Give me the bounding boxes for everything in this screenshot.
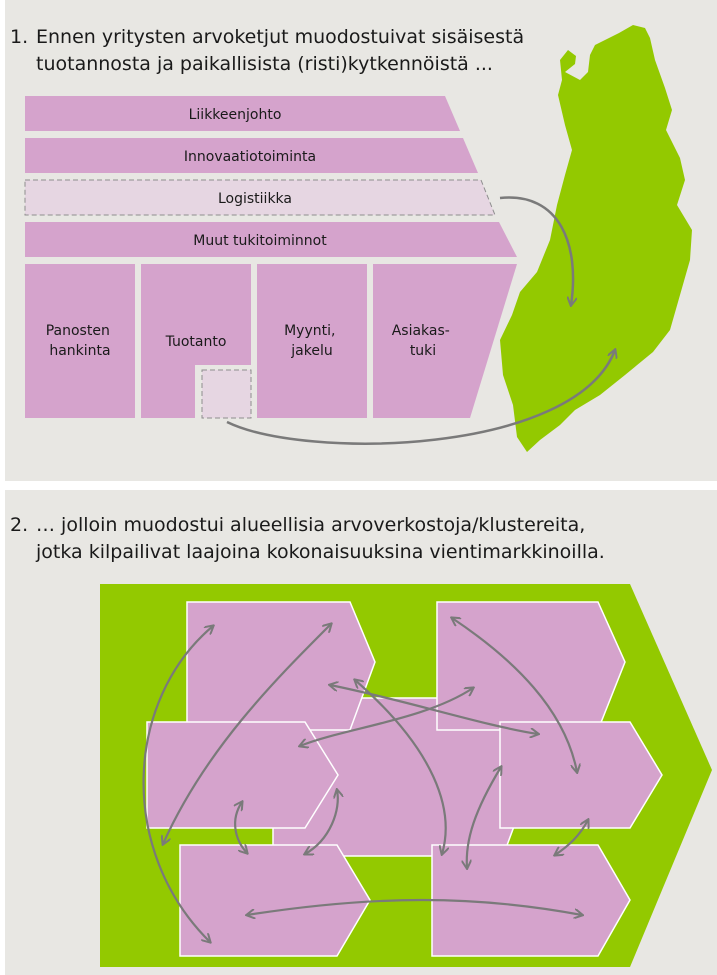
section2-line-1: … jolloin muodostui alueellisia arvoverk… [36,514,586,536]
link-arrow-7 [235,802,247,853]
link-arrow-2 [163,624,331,844]
firm-chevron-top-right [436,601,626,731]
link-arrow-6 [355,680,446,854]
activity-box-myynti-jakelu [257,264,367,418]
cluster-network-diagram [100,584,712,967]
activity-bar-liikkeenjohto [25,96,460,131]
firm-chevron-mid-left [146,721,339,829]
section2-line-2: jotka kilpailivat laajoina kokonaisuuksi… [36,541,605,563]
section1-line-2: tuotannosta ja paikallisista (risti)kytk… [36,53,493,75]
activity-label-panosten-hankinta: Panosten hankinta [46,323,115,359]
activity-bar-muut-tukitoiminnot [25,222,517,257]
activity-label-myynti-jakelu: Myynti, jakelu [284,323,340,359]
section1-heading: 1. Ennen yritysten arvoketjut muodostuiv… [10,24,524,78]
activity-label-asiakastuki: Asiakas- tuki [392,323,455,359]
outsourced-production-box [201,369,252,419]
panel-value-chain: 1. Ennen yritysten arvoketjut muodostuiv… [5,0,717,481]
activity-label-liikkeenjohto: Liikkeenjohto [189,107,282,123]
value-chain-diagram: Liikkeenjohto Innovaatiotoiminta Logisti… [24,25,692,452]
activity-label-muut-tukitoiminnot: Muut tukitoiminnot [193,233,327,249]
link-arrow-10 [555,820,588,855]
link-arrow-8 [305,790,338,854]
activity-box-tuotanto [141,264,251,418]
activity-label-logistiikka: Logistiikka [218,191,292,207]
section2-heading: 2. … jolloin muodostui alueellisia arvov… [10,512,605,566]
panel-cluster-network: 2. … jolloin muodostui alueellisia arvov… [5,490,717,975]
activity-bar-logistiikka [24,179,496,216]
firm-chevron-mid-right [499,721,663,829]
arrow-production-to-finland [226,350,615,445]
section1-number: 1. [10,26,29,48]
arrow-logistics-to-finland [499,196,573,305]
activity-bar-innovaatiotoiminta [25,138,478,173]
section1-line-1: Ennen yritysten arvoketjut muodostuivat … [36,26,525,48]
activity-box-asiakastuki [373,264,517,418]
firm-chevron-top-left [186,601,376,731]
finland-map [500,25,692,452]
link-arrow-9 [467,767,501,868]
activity-box-panosten-hankinta [25,264,135,418]
activity-label-innovaatiotoiminta: Innovaatiotoiminta [184,149,316,165]
activity-label-tuotanto: Tuotanto [165,334,227,350]
link-arrow-11 [247,898,582,915]
section2-number: 2. [10,514,29,536]
